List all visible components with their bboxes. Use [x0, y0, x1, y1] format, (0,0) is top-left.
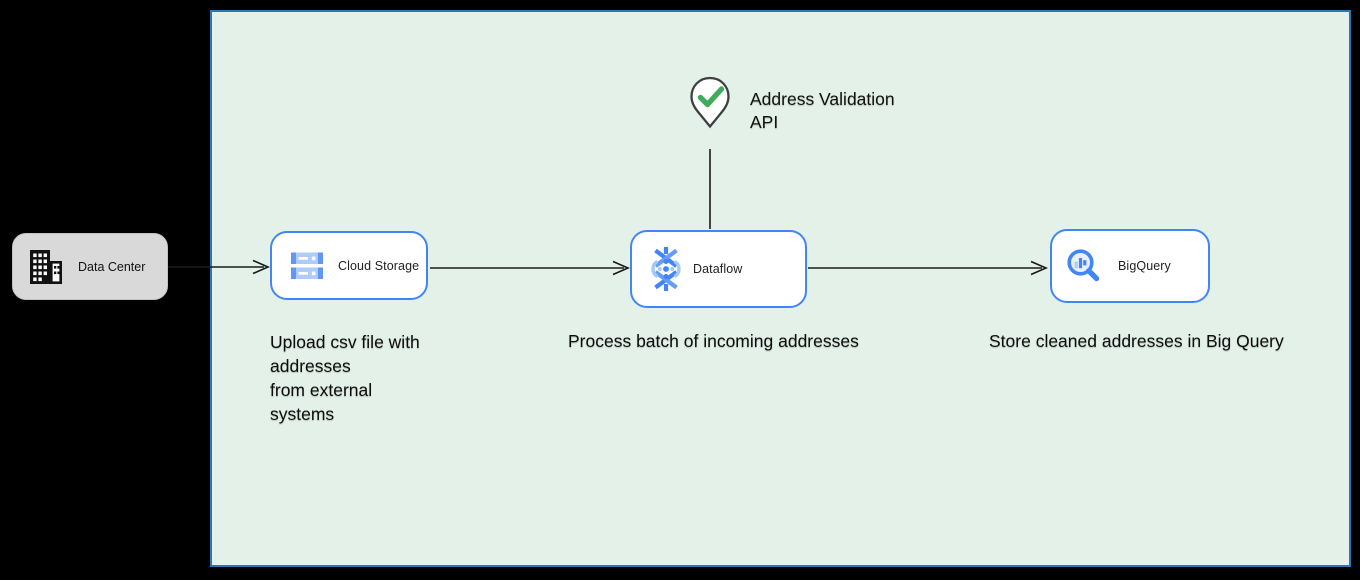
map-pin-check-icon	[690, 76, 730, 129]
node-label-dataflow: Dataflow	[693, 262, 743, 276]
dataflow-icon	[651, 247, 681, 291]
caption-process-batch: Process batch of incoming addresses	[568, 331, 859, 351]
api-marker-label: Address Validation API	[750, 89, 895, 132]
api-marker	[688, 76, 732, 134]
building-icon	[30, 249, 62, 284]
node-cloud-storage[interactable]: Cloud Storage	[270, 231, 428, 300]
caption-upload-csv: Upload csv file with addresses from exte…	[270, 332, 420, 424]
node-label-bigquery: BigQuery	[1118, 259, 1171, 273]
node-data-center[interactable]: Data Center	[12, 233, 168, 300]
caption-store-cleaned: Store cleaned addresses in Big Query	[989, 331, 1284, 351]
bigquery-icon	[1067, 249, 1100, 282]
node-label-cloud-storage: Cloud Storage	[338, 258, 420, 273]
node-dataflow[interactable]: Dataflow	[630, 230, 807, 308]
cloud-storage-icon	[291, 252, 323, 279]
node-label-data-center: Data Center	[78, 259, 146, 274]
node-bigquery[interactable]: BigQuery	[1050, 229, 1210, 303]
